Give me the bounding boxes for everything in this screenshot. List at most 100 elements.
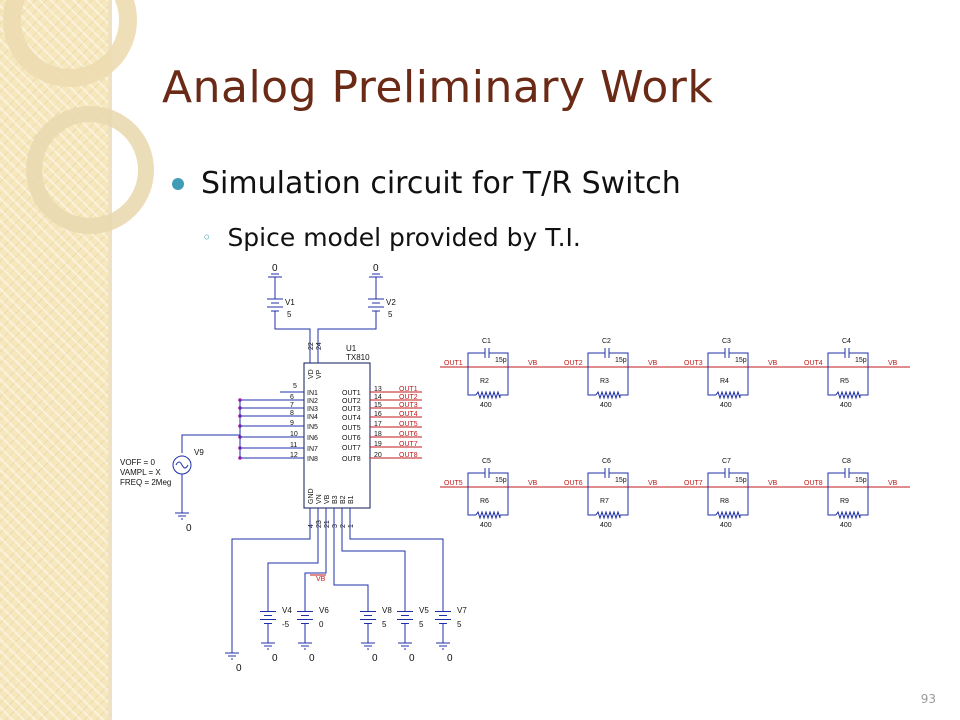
res-wire — [587, 367, 596, 396]
ic-input-label: IN4 — [307, 414, 318, 421]
ic-body-tx810 — [303, 362, 371, 509]
cap-wire — [729, 352, 749, 367]
ic-input-label: IN1 — [307, 390, 318, 397]
resistor-label: R6 — [480, 498, 489, 505]
capacitor-value: 15p — [735, 357, 747, 364]
cap-wire — [489, 352, 509, 367]
source-name-label: V2 — [386, 298, 396, 307]
bullet-text: Simulation circuit for T/R Switch — [201, 166, 681, 201]
ic-input-label: IN8 — [307, 456, 318, 463]
load-net-label: OUT3 — [684, 360, 703, 367]
source-name-label: V8 — [382, 606, 392, 615]
cap-wire — [849, 352, 869, 367]
side-band-edge — [108, 0, 112, 720]
net-label: OUT4 — [399, 411, 418, 418]
capacitor-label: C7 — [722, 458, 731, 465]
ic-output-label: OUT4 — [342, 415, 361, 422]
res-wire — [707, 367, 716, 396]
res-wire — [500, 367, 509, 396]
ic-bottom-pin-name: GND — [308, 488, 315, 504]
ic-output-label: OUT6 — [342, 435, 361, 442]
res-wire — [587, 487, 596, 516]
ic-input-label: IN7 — [307, 446, 318, 453]
res-wire — [500, 487, 509, 516]
capacitor-label: C4 — [842, 338, 851, 345]
res-wire — [827, 487, 836, 516]
resistor-r8 — [715, 510, 741, 520]
hollow-circle-icon: ◦ — [202, 228, 212, 247]
ic-left-pin-number: 11 — [290, 442, 297, 449]
resistor-label: R5 — [840, 378, 849, 385]
capacitor-value: 15p — [735, 477, 747, 484]
ic-right-pin-number: 18 — [374, 431, 382, 438]
net-label: OUT3 — [399, 402, 418, 409]
slide-title: Analog Preliminary Work — [162, 62, 714, 113]
ic-left-pin-number: 8 — [290, 410, 294, 417]
resistor-r4 — [715, 390, 741, 400]
ic-right-pin-number: 19 — [374, 441, 382, 448]
capacitor-label: C6 — [602, 458, 611, 465]
cap-wire — [707, 352, 725, 367]
cap-wire — [729, 472, 749, 487]
source-name-label: V1 — [285, 298, 295, 307]
ic-left-pin-number: 9 — [290, 420, 294, 427]
ic-bottom-pin-number: 4 — [308, 524, 315, 528]
supply-ground-label: 0 — [373, 263, 379, 274]
resistor-r5 — [835, 390, 861, 400]
supply-wire-v2 — [317, 317, 377, 335]
ic-output-label: OUT5 — [342, 425, 361, 432]
resistor-value: 400 — [480, 402, 492, 409]
source-param-label: VOFF = 0 — [120, 458, 155, 467]
ic-top-pin-number: 24 — [316, 342, 323, 350]
ground-label: 0 — [272, 653, 278, 664]
capacitor-label: C1 — [482, 338, 491, 345]
net-label: OUT1 — [399, 386, 418, 393]
cap-wire — [827, 352, 845, 367]
res-wire — [860, 367, 869, 396]
bullet-item: Simulation circuit for T/R Switch — [172, 166, 681, 201]
load-vb-label: VB — [528, 360, 538, 367]
sine-wave-icon — [175, 461, 189, 469]
resistor-value: 400 — [840, 522, 852, 529]
ic-left-pin-number: 6 — [290, 394, 294, 401]
capacitor-value: 15p — [495, 477, 507, 484]
cap-wire — [707, 472, 725, 487]
source-name-label: V6 — [319, 606, 329, 615]
load-vb-label: VB — [768, 480, 778, 487]
resistor-value: 400 — [720, 402, 732, 409]
source-param-label: FREQ = 2Meg — [120, 478, 171, 487]
ic-bottom-pin-number: 21 — [324, 520, 331, 528]
ic-bottom-pin-name: B2 — [340, 495, 347, 504]
resistor-label: R8 — [720, 498, 729, 505]
cap-wire — [587, 352, 605, 367]
ic-top-pin-name: VP — [316, 369, 323, 379]
cap-wire — [587, 472, 605, 487]
source-value-label: 5 — [382, 620, 387, 629]
spice-schematic: U1TX81022VD24VP0V150V255IN16IN27IN38IN49… — [120, 263, 910, 674]
ic-right-pin-number: 13 — [374, 386, 382, 393]
ic-bottom-pin-number: 2 — [340, 524, 347, 528]
res-wire — [620, 487, 629, 516]
resistor-r3 — [595, 390, 621, 400]
ic-right-pin-number: 20 — [374, 452, 382, 459]
res-wire — [740, 367, 749, 396]
net-label: OUT2 — [399, 394, 418, 401]
load-net-label: OUT6 — [564, 480, 583, 487]
resistor-r9 — [835, 510, 861, 520]
capacitor-value: 15p — [615, 357, 627, 364]
ic-bottom-pin-number: 3 — [332, 524, 339, 528]
resistor-label: R2 — [480, 378, 489, 385]
resistor-r6 — [475, 510, 501, 520]
resistor-r2 — [475, 390, 501, 400]
load-net-label: OUT5 — [444, 480, 463, 487]
load-vb-label: VB — [888, 360, 898, 367]
ic-left-pin-number: 5 — [293, 383, 297, 390]
capacitor-value: 15p — [855, 477, 867, 484]
ic-right-pin-number: 16 — [374, 411, 382, 418]
load-net-label: OUT7 — [684, 480, 703, 487]
sub-bullet-text: Spice model provided by T.I. — [227, 223, 581, 252]
net-label: OUT6 — [399, 431, 418, 438]
res-wire — [467, 367, 476, 396]
ic-input-label: IN5 — [307, 424, 318, 431]
load-vb-label: VB — [528, 480, 538, 487]
